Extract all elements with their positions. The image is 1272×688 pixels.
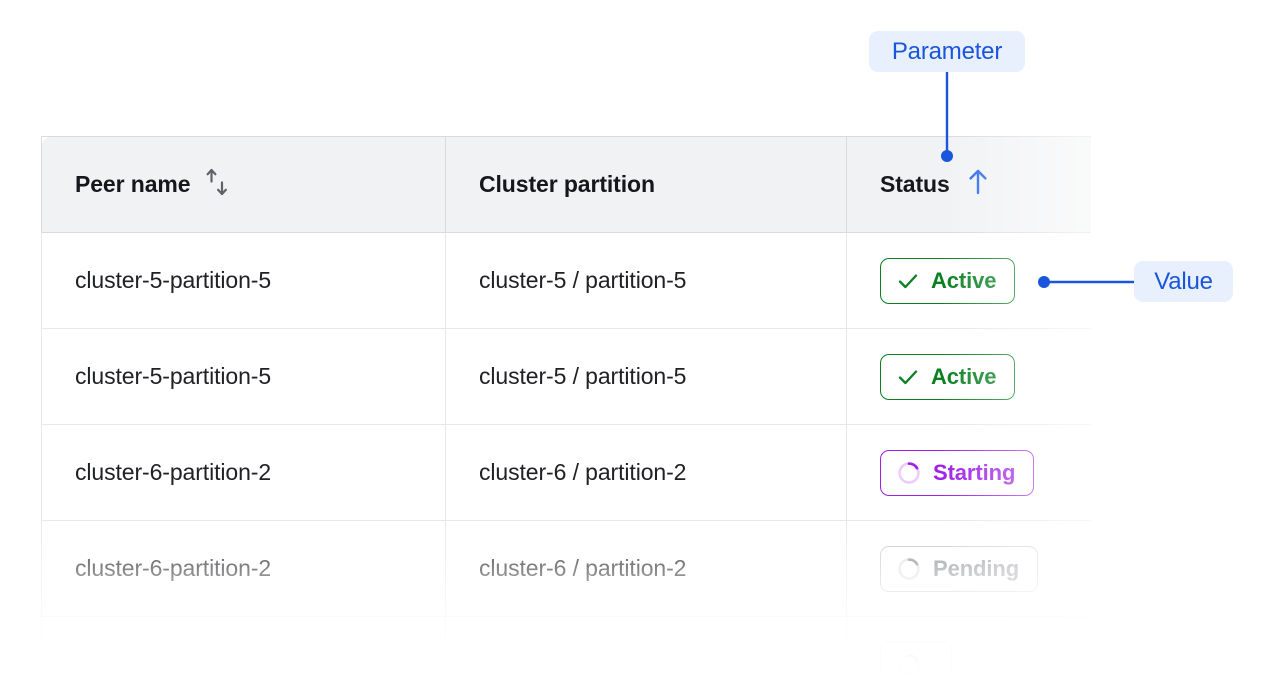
peer-table: Peer name bbox=[41, 136, 1091, 688]
peer-table-container: Peer name bbox=[41, 136, 1091, 688]
cell-status: Pending bbox=[846, 520, 1091, 617]
cell-cluster-partition bbox=[445, 616, 847, 688]
table-row[interactable]: cluster-6-partition-2 cluster-6 / partit… bbox=[41, 424, 1091, 521]
cell-cluster-partition: cluster-6 / partition-2 bbox=[445, 424, 847, 521]
sort-updown-icon[interactable] bbox=[204, 167, 230, 203]
column-header-cluster-partition-label: Cluster partition bbox=[479, 171, 655, 197]
cell-cluster-partition: cluster-5 / partition-5 bbox=[445, 232, 847, 329]
spinner-icon bbox=[896, 460, 922, 486]
cell-peer-name: cluster-5-partition-5 bbox=[41, 232, 446, 329]
cell-peer-name: cluster-6-partition-2 bbox=[41, 424, 446, 521]
check-icon bbox=[896, 365, 920, 389]
column-header-peer-name-label: Peer name bbox=[75, 171, 191, 197]
cell-peer-name bbox=[41, 616, 446, 688]
column-header-peer-name[interactable]: Peer name bbox=[41, 136, 446, 233]
table-body: cluster-5-partition-5 cluster-5 / partit… bbox=[41, 232, 1091, 688]
table-row[interactable]: cluster-6-partition-2 cluster-6 / partit… bbox=[41, 520, 1091, 617]
table-row[interactable]: cluster-5-partition-5 cluster-5 / partit… bbox=[41, 232, 1091, 329]
cell-cluster-partition: cluster-6 / partition-2 bbox=[445, 520, 847, 617]
spinner-icon bbox=[896, 556, 922, 582]
status-badge: Active bbox=[880, 257, 1016, 304]
cell-peer-name: cluster-6-partition-2 bbox=[41, 520, 446, 617]
status-badge-label: Starting bbox=[933, 459, 1016, 485]
table-row[interactable]: cluster-5-partition-5 cluster-5 / partit… bbox=[41, 328, 1091, 425]
table-header: Peer name bbox=[41, 136, 1091, 233]
cell-status: Active bbox=[846, 328, 1091, 425]
status-badge: Active bbox=[880, 353, 1016, 400]
arrow-up-icon[interactable] bbox=[964, 167, 992, 203]
cell-status: Starting bbox=[846, 424, 1091, 521]
status-badge: Starting bbox=[880, 449, 1035, 496]
check-icon bbox=[896, 269, 920, 293]
annotation-chip-parameter-label: Parameter bbox=[891, 37, 1003, 65]
table-header-row: Peer name bbox=[41, 136, 1091, 233]
annotation-chip-value: Value bbox=[1134, 261, 1233, 302]
annotation-chip-parameter: Parameter bbox=[869, 31, 1025, 72]
status-badge: Pending bbox=[880, 545, 1039, 592]
status-badge-label: Active bbox=[931, 363, 997, 389]
status-badge bbox=[880, 641, 952, 688]
column-header-cluster-partition[interactable]: Cluster partition bbox=[445, 136, 847, 233]
column-header-status[interactable]: Status bbox=[846, 136, 1091, 233]
status-badge-label: Active bbox=[931, 267, 997, 293]
table-row[interactable] bbox=[41, 616, 1091, 688]
cell-peer-name: cluster-5-partition-5 bbox=[41, 328, 446, 425]
cell-cluster-partition: cluster-5 / partition-5 bbox=[445, 328, 847, 425]
spinner-icon bbox=[896, 652, 922, 678]
cell-status bbox=[846, 616, 1091, 688]
annotation-chip-value-label: Value bbox=[1154, 267, 1213, 295]
column-header-status-label: Status bbox=[880, 171, 950, 197]
status-badge-label: Pending bbox=[933, 555, 1020, 581]
cell-status: Active bbox=[846, 232, 1091, 329]
